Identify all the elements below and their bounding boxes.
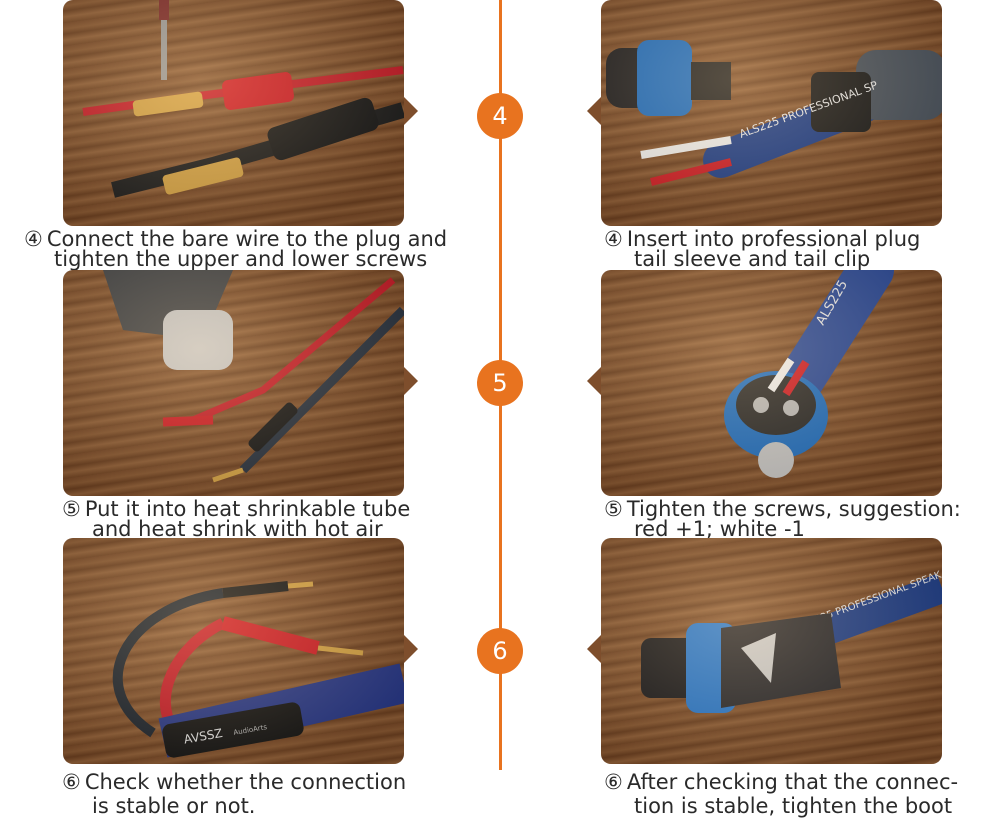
step-4-number: 4 <box>492 102 508 130</box>
caption-line: is stable or not. <box>92 794 256 818</box>
caption-line: Put it into heat shrinkable tube <box>84 497 411 521</box>
caption-marker: ④ <box>24 227 43 251</box>
photo-tighten-boot: 225 PROFESSIONAL SPEAK <box>587 538 942 764</box>
caption-marker: ⑤ <box>62 497 81 521</box>
photo-tighten-screws: ALS225 <box>587 270 942 496</box>
step-6-number: 6 <box>492 637 508 665</box>
caption-line: After checking that the connec- <box>626 770 959 794</box>
step-5-number: 5 <box>492 369 508 397</box>
caption-line: tighten the upper and lower screws <box>54 247 428 271</box>
photo-heat-shrink-tube <box>63 270 418 496</box>
step-6-marker: 6 <box>477 628 523 674</box>
brand-sub-text: AudioArts <box>233 723 268 737</box>
caption-line: and heat shrink with hot air <box>92 517 383 541</box>
step-4-marker: 4 <box>477 93 523 139</box>
caption-line: tion is stable, tighten the boot <box>634 794 953 818</box>
caption-line: Insert into professional plug <box>626 227 921 251</box>
caption-line: tail sleeve and tail clip <box>634 247 871 271</box>
photo-banana-plug-screws <box>63 0 418 226</box>
photo-plug-tail-sleeve: ALS225 PROFESSIONAL SP <box>587 0 942 226</box>
cable-print-text: 225 PROFESSIONAL SPEAK <box>813 570 942 626</box>
cable-print-text: ALS225 PROFESSIONAL SP <box>738 78 880 140</box>
caption-line: Check whether the connection <box>84 770 407 794</box>
brand-text: AVSSZ <box>183 726 224 747</box>
caption-marker: ④ <box>604 227 623 251</box>
caption-marker: ⑥ <box>62 770 81 794</box>
step-5-marker: 5 <box>477 360 523 406</box>
caption-line: red +1; white -1 <box>634 517 805 541</box>
caption-marker: ⑤ <box>604 497 623 521</box>
photo-check-connection: AVSSZ AudioArts <box>63 538 418 764</box>
caption-line: Connect the bare wire to the plug and <box>46 227 448 251</box>
cable-print-text: ALS225 <box>813 278 851 328</box>
caption-line: Tighten the screws, suggestion: <box>626 497 961 521</box>
caption-marker: ⑥ <box>604 770 623 794</box>
